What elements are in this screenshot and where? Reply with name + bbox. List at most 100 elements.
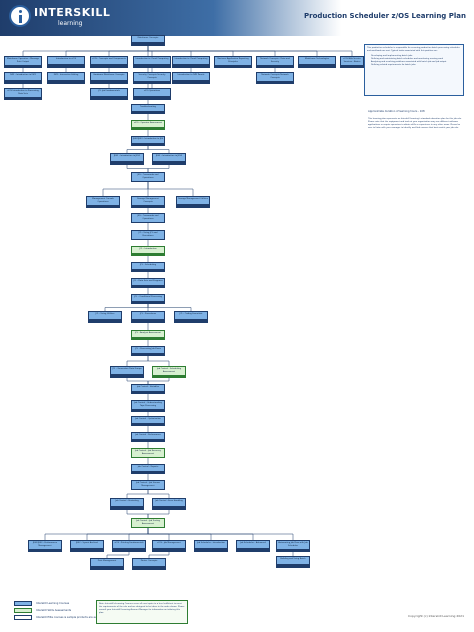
course-node: Introduction to Cloud Computing <box>133 56 171 68</box>
node-footer <box>341 65 363 67</box>
node-footer <box>132 438 164 441</box>
node-label: Job Scheduler - Advanced <box>237 541 269 548</box>
node-footer <box>113 548 145 551</box>
node-footer <box>132 527 164 528</box>
node-footer <box>132 319 164 322</box>
connector-line <box>126 510 149 518</box>
node-footer <box>5 65 41 67</box>
node-footer <box>153 161 185 164</box>
course-node: Job Control - Performance <box>131 432 165 442</box>
node-label: JCL - Analysis Assessment <box>132 331 164 337</box>
node-footer <box>132 390 164 393</box>
connector-line <box>102 182 149 196</box>
node-label: Building and Using Batch <box>277 557 309 564</box>
legend-swatch-group <box>14 615 32 620</box>
node-footer <box>91 64 127 67</box>
node-label: z/OS - Concepts and Components <box>91 57 127 64</box>
course-node: Job Control - Reports <box>131 464 165 474</box>
node-label: JES - Commands and Operations <box>132 214 164 222</box>
legend-label: Interskill Skills Assessments <box>36 609 72 612</box>
course-node: Storage Management Utilities <box>176 196 210 208</box>
course-node: z/OS - Job Management <box>152 540 186 552</box>
course-node: Introduction to z/OS <box>47 56 85 68</box>
node-label: JES2/JES3 - Performance Management <box>29 541 61 549</box>
node-label: JES - Commands and Operations <box>132 173 164 181</box>
course-node: Storage Management Concepts <box>131 196 165 208</box>
node-footer <box>111 161 143 164</box>
legend-item-assessment: Interskill Skills Assessments <box>14 607 124 614</box>
node-label: Network Concepts Network Concepts <box>257 73 293 81</box>
node-label: Job Control - Variables <box>132 385 164 391</box>
course-node: ISPF - Introduction to ISPF <box>4 72 42 84</box>
node-footer <box>48 80 84 83</box>
node-label: Job Control - Job Recovery Assessment <box>132 449 164 457</box>
node-footer <box>132 352 164 355</box>
assessment-node: JCL - Introduction <box>131 246 165 256</box>
node-footer <box>237 548 269 551</box>
node-label: Printer Concepts <box>133 559 165 566</box>
node-label: Job Control - Understanding Tape Process… <box>132 401 164 409</box>
node-label: JCL - Data Sets and Programs <box>132 279 164 285</box>
node-footer <box>91 80 127 83</box>
legend-item-group: Interskill Elite courses is sample produ… <box>14 614 124 621</box>
course-node: Mainframe Concepts <box>131 35 165 46</box>
node-footer <box>132 110 164 113</box>
node-footer <box>132 300 164 303</box>
connector-line <box>147 182 194 196</box>
connector-line <box>147 304 192 311</box>
connector-line <box>128 528 149 540</box>
node-footer <box>277 549 309 551</box>
node-footer <box>153 375 185 377</box>
connector-line <box>147 356 170 366</box>
course-node: JES2 - Sysout Archival <box>70 540 104 552</box>
assessment-node: Job Control - Job Testing Assessment <box>131 518 165 528</box>
legend-swatch-course <box>14 601 32 606</box>
course-node: Job Control - Error Handling <box>152 498 186 510</box>
node-label: Introduction to ISPF Panels <box>173 73 209 80</box>
course-node: JES2 - Introduction to JES2 <box>110 153 144 165</box>
node-footer <box>91 96 127 99</box>
course-node: JCL - Using Utilities <box>88 311 122 323</box>
course-node: JES3 - Introduction to JES3 <box>152 153 186 165</box>
course-node: Security Concepts Security Concepts <box>133 72 171 84</box>
page-title: Production Scheduler z/OS Learning Plan <box>304 12 466 20</box>
connector-line <box>126 146 149 153</box>
node-footer <box>175 319 207 322</box>
connector-line <box>108 46 149 56</box>
node-footer <box>132 181 164 182</box>
node-footer <box>299 64 335 67</box>
node-footer <box>132 268 164 271</box>
node-label: Storage Management Utilities <box>177 197 209 204</box>
course-node: Mainframe Technologies <box>298 56 336 68</box>
node-label: Introduction to Cloud Computing <box>173 57 209 64</box>
course-node: JCL - Coding Essentials <box>174 311 208 323</box>
node-label: Introduction to z/OS <box>48 57 84 64</box>
course-node: Troubleshooting <box>131 104 165 114</box>
node-footer <box>91 566 123 569</box>
page-header: INTERSKILL learning Production Scheduler… <box>0 0 474 36</box>
node-label: z/OS Operations <box>134 89 170 96</box>
node-label: Job Control - Restarting <box>111 499 143 506</box>
node-footer <box>134 96 170 99</box>
interskill-logo-icon <box>9 5 31 27</box>
node-label: Business Application Reporting Principle… <box>215 57 251 65</box>
connector-line <box>147 510 170 518</box>
node-label: Hardware Mainframe Concepts <box>91 73 127 80</box>
connector-line <box>147 165 170 172</box>
node-label: Storage Management Concepts <box>132 197 164 205</box>
node-footer <box>257 81 293 83</box>
connector-line <box>126 490 149 498</box>
assessment-node: Job Control - Scheduling Assessment <box>152 366 186 378</box>
course-node: ISPF - Interactive Editing <box>47 72 85 84</box>
node-label: JCL - Introduction <box>132 247 164 253</box>
course-node: Automating Job Flow with Job Scheduler <box>276 540 310 552</box>
legend-label: Interskill Elite courses is sample produ… <box>36 616 124 619</box>
assessment-node: z/OS - Operator Assessment <box>131 120 165 130</box>
node-footer <box>132 489 164 490</box>
node-footer <box>132 284 164 287</box>
learning-duration: Approximate duration of learning hours -… <box>368 110 425 113</box>
node-footer <box>132 205 164 207</box>
node-footer <box>133 566 165 569</box>
node-label: Network Concepts - Data and Security <box>257 57 293 65</box>
node-label: Mainframe Concepts <box>132 36 164 43</box>
